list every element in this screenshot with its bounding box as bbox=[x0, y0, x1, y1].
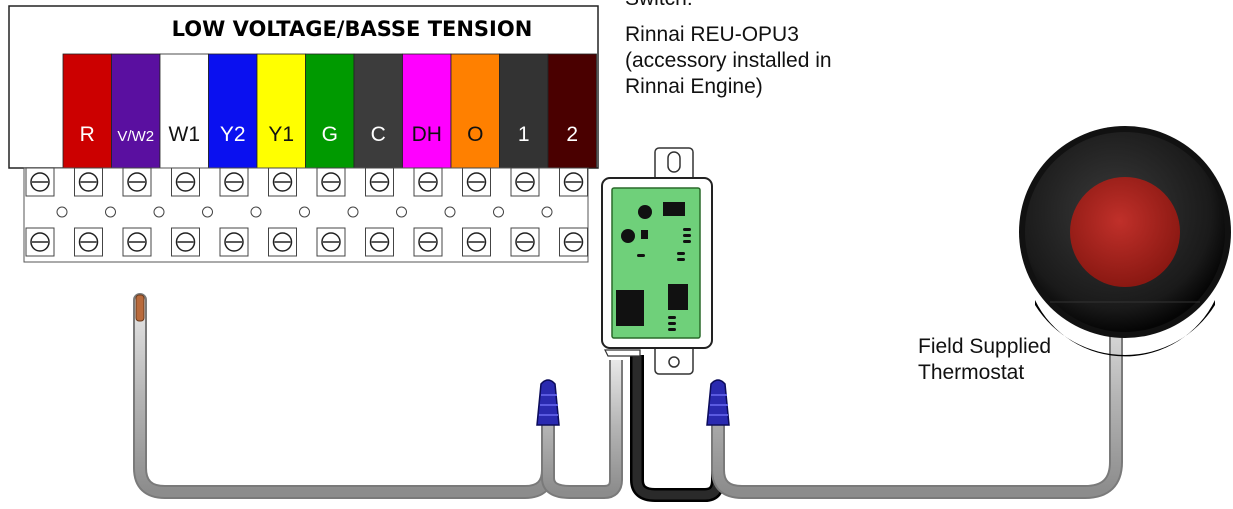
terminal-label: Y1 bbox=[268, 123, 294, 146]
mounting-hole bbox=[299, 206, 310, 218]
terminal-label: R bbox=[80, 123, 95, 146]
black-wire-loop bbox=[630, 355, 725, 502]
switch-note-line3: (accessory installed in bbox=[625, 49, 832, 72]
mounting-hole bbox=[153, 206, 165, 218]
switch-note: Switch: Rinnai REU-OPU3 (accessory insta… bbox=[625, 0, 832, 100]
mounting-hole bbox=[444, 206, 456, 218]
terminal-strip bbox=[305, 53, 355, 169]
mounting-hole bbox=[56, 206, 68, 218]
terminal-label: 2 bbox=[566, 123, 578, 146]
wire-nut-left bbox=[536, 379, 560, 426]
wire-nut-right bbox=[706, 379, 730, 426]
terminal-label: W1 bbox=[169, 123, 201, 146]
mounting-hole bbox=[347, 206, 359, 218]
terminal-block-title: LOW VOLTAGE/BASSE TENSION bbox=[172, 17, 533, 41]
terminal-label: DH bbox=[412, 123, 442, 146]
thermostat-wire bbox=[711, 300, 1123, 499]
terminal-label: Y2 bbox=[220, 123, 246, 146]
thermostat-note: Field Supplied Thermostat bbox=[918, 334, 1051, 386]
terminal-strips: R V/W2 W1 Y2 Y1 G C DH O 1 2 bbox=[62, 53, 597, 169]
terminal-strip bbox=[208, 53, 258, 169]
switch-note-line4: Rinnai Engine) bbox=[625, 75, 763, 98]
mounting-hole bbox=[396, 206, 407, 218]
mounting-hole bbox=[202, 206, 213, 218]
thermostat bbox=[1019, 126, 1231, 357]
terminal-strip bbox=[499, 53, 549, 169]
thermostat-note-line1: Field Supplied bbox=[918, 335, 1052, 358]
terminal-strip bbox=[450, 53, 500, 169]
left-nut-wires bbox=[541, 360, 623, 499]
mounting-hole bbox=[250, 206, 262, 218]
screw-rows bbox=[23, 167, 589, 263]
thermostat-wire-stub bbox=[133, 293, 555, 499]
thermostat-dial bbox=[1070, 177, 1180, 287]
terminal-label: 1 bbox=[518, 123, 530, 146]
mounting-hole bbox=[493, 206, 504, 218]
mounting-hole bbox=[105, 206, 116, 218]
switch-note-line2: Rinnai REU-OPU3 bbox=[625, 23, 799, 46]
terminal-strip bbox=[62, 53, 112, 169]
terminal-strip bbox=[402, 53, 452, 169]
terminal-strip bbox=[256, 53, 306, 169]
terminal-strip bbox=[111, 53, 161, 169]
terminal-label: G bbox=[322, 123, 338, 146]
copper-tip bbox=[135, 294, 145, 322]
mounting-hole bbox=[541, 206, 553, 218]
terminal-strip bbox=[353, 53, 403, 169]
terminal-label: C bbox=[371, 123, 386, 146]
opu3-switch bbox=[601, 147, 713, 375]
terminal-label: O bbox=[467, 123, 483, 146]
switch-note-line1: Switch: bbox=[625, 0, 832, 12]
terminal-strip bbox=[547, 53, 597, 169]
terminal-label: V/W2 bbox=[117, 128, 154, 145]
terminal-block: LOW VOLTAGE/BASSE TENSION R V/W2 W1 Y2 Y1 G C D… bbox=[8, 5, 599, 263]
thermostat-note-line2: Thermostat bbox=[918, 361, 1025, 384]
terminal-strip bbox=[159, 53, 209, 169]
